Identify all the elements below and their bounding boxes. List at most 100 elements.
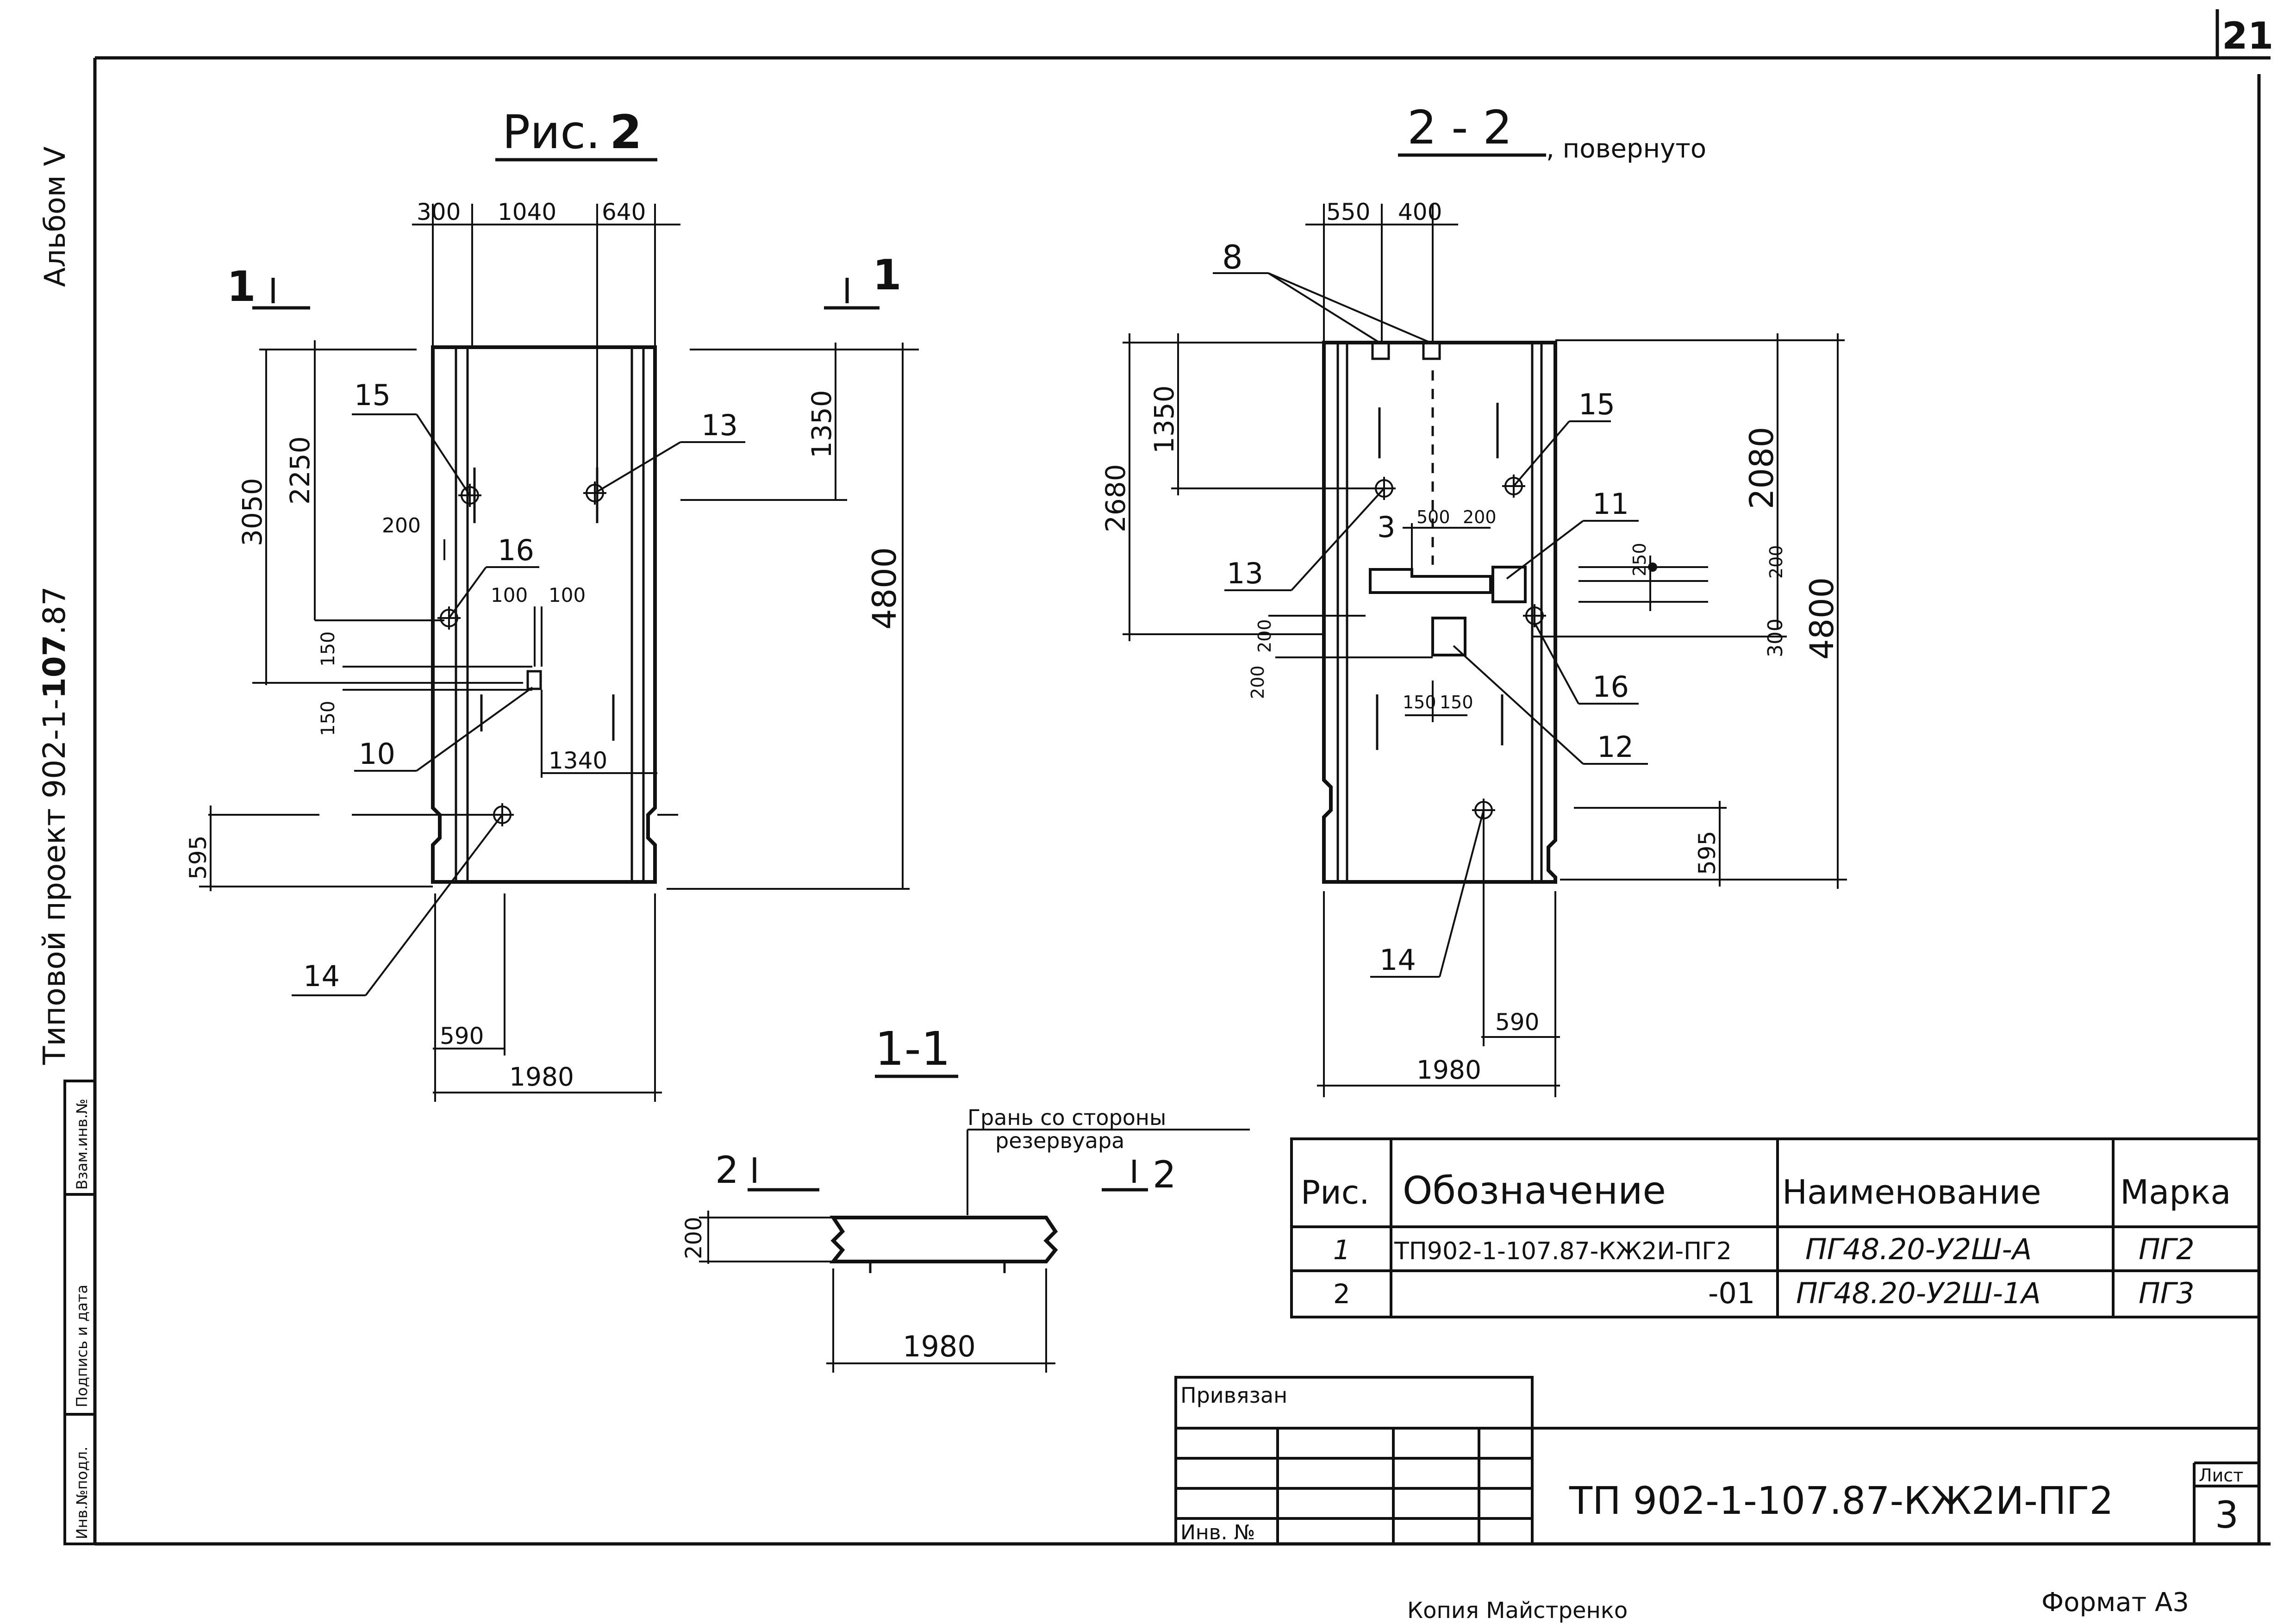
sec22-dim-200r: 200 — [1766, 545, 1786, 579]
album-label: Альбом V — [38, 146, 72, 287]
sec22-dim-200a: 200 — [1254, 619, 1275, 653]
fig2-dim-lines — [199, 204, 919, 1102]
sec22-dim-500: 500 — [1416, 507, 1450, 527]
spec-row1-designation: ТП902-1-107.87-КЖ2И-ПГ2 — [1394, 1237, 1732, 1265]
title-privyazan: Привязан — [1180, 1383, 1287, 1408]
fig2-cut-left: 1 — [227, 262, 256, 311]
sec22-dim-590: 590 — [1495, 1009, 1539, 1036]
sec22-dim-200b: 200 — [1248, 665, 1268, 699]
fig2-title-num: 2 — [610, 105, 642, 159]
sec22-callout-3: 3 — [1377, 510, 1395, 544]
fig2-dim-1040: 1040 — [498, 199, 556, 225]
spec-header-designation: Обозначение — [1403, 1169, 1666, 1213]
fig2-cut-right: 1 — [873, 251, 902, 300]
title-block: Привязан Инв. № ТП 902-1-107.87-КЖ2И-ПГ2… — [1174, 1376, 2259, 1545]
fig2-callout-16: 16 — [498, 533, 534, 567]
spec-row2-mark: ПГ3 — [2139, 1276, 2195, 1310]
project-suffix: .87 — [37, 586, 72, 635]
fig2-title: Рис.2 — [502, 105, 642, 159]
sec22-dim-4800: 4800 — [1803, 577, 1841, 660]
spec-row2-name: ПГ48.20-У2Ш-1А — [1796, 1276, 2041, 1310]
fig2-dim-150a: 150 — [318, 631, 339, 667]
sec11-title: 1-1 — [875, 1022, 950, 1076]
title-list-no: 3 — [2215, 1493, 2239, 1537]
fig2-embed-10 — [526, 670, 542, 690]
sec22-dim-200t: 200 — [1463, 507, 1497, 527]
fig2-callout-15: 15 — [354, 378, 391, 412]
fig2-dim-100a: 100 — [491, 584, 528, 606]
fig2-dim-300: 300 — [417, 199, 461, 225]
fig2-dim-100b: 100 — [549, 584, 586, 606]
sec22-dim-595: 595 — [1694, 831, 1721, 875]
title-inv-no: Инв. № — [1180, 1521, 1255, 1544]
fig2-dim-3050: 3050 — [237, 478, 268, 546]
fig2-dim-640: 640 — [602, 199, 646, 225]
fig2-dim-200: 200 — [382, 514, 421, 537]
sec11-cut-left: 2 — [715, 1149, 739, 1192]
side-stamp-inv: Инв.№подл. — [73, 1447, 91, 1539]
fig2-dim-150b: 150 — [318, 701, 339, 736]
sec11-face-label-2: резервуара — [995, 1128, 1124, 1153]
fig2-dim-2250: 2250 — [284, 436, 316, 505]
fig2-dim-4800: 4800 — [866, 547, 904, 630]
sec22-callout-15: 15 — [1578, 387, 1615, 421]
spec-header-ris: Рис. — [1301, 1174, 1369, 1212]
title-code: ТП 902-1-107.87-КЖ2И-ПГ2 — [1569, 1479, 2114, 1523]
fig2-callout-14: 14 — [303, 959, 340, 993]
project-prefix: Типовой проект 902-1- — [37, 699, 72, 1065]
sec22-dim-300: 300 — [1764, 618, 1787, 657]
sec22-dim-250: 250 — [1629, 543, 1650, 576]
sec22-callout-16: 16 — [1592, 670, 1629, 704]
fig2-dim-595: 595 — [185, 836, 212, 880]
sec11-dim-200: 200 — [681, 1217, 707, 1259]
sec22-callout-13: 13 — [1227, 556, 1263, 590]
sec22-embed-8a — [1371, 341, 1390, 360]
spec-row2-ris: 2 — [1333, 1278, 1350, 1310]
sec22-dim-2080: 2080 — [1743, 427, 1781, 509]
fig2-title-text: Рис. — [502, 105, 600, 159]
spec-row1-name: ПГ48.20-У2Ш-А — [1805, 1232, 2032, 1266]
sec22-dim-1980: 1980 — [1416, 1055, 1481, 1085]
sec22-embed-12 — [1431, 617, 1466, 656]
side-stamp-sign: Подпись и дата — [73, 1285, 91, 1407]
sec22-opening-3 — [1369, 568, 1492, 594]
spec-row1-ris: 1 — [1333, 1234, 1350, 1266]
sec22-callout-12: 12 — [1597, 730, 1634, 764]
spec-row2-designation: -01 — [1708, 1276, 1755, 1310]
side-stamp: Инв.№подл. Подпись и дата Взам.инв.№ — [63, 1080, 96, 1545]
sec22-dim-400: 400 — [1398, 199, 1442, 225]
sec11-dim-1980: 1980 — [903, 1330, 976, 1363]
sec22-leaders — [1213, 272, 1648, 978]
sec22-view: 2 - 2 , повернуто — [1100, 100, 1847, 1097]
sec22-dim-1350: 1350 — [1148, 385, 1180, 454]
fig2-cut-markers — [252, 278, 880, 310]
format-label: Формат А3 — [2041, 1587, 2189, 1618]
fig2-dim-590: 590 — [440, 1023, 484, 1049]
sec22-dim-550: 550 — [1326, 199, 1370, 225]
fig2-callout-10: 10 — [359, 737, 395, 771]
fig2-dim-1350: 1350 — [806, 390, 837, 458]
sec22-dim-150b: 150 — [1440, 692, 1473, 712]
spec-row1-mark: ПГ2 — [2139, 1232, 2195, 1266]
sec22-title: 2 - 2 — [1407, 100, 1512, 155]
fig2-view: Рис.2 — [185, 105, 919, 1102]
fig2-panel-outline — [431, 345, 657, 884]
spec-header-mark: Марка — [2120, 1173, 2231, 1212]
side-stamp-vzam: Взам.инв.№ — [73, 1099, 91, 1190]
fig2-dim-1980: 1980 — [509, 1062, 574, 1092]
sec22-dim-2680: 2680 — [1100, 464, 1131, 532]
project-bold: 107 — [37, 635, 72, 699]
sec22-embed-8b — [1422, 341, 1441, 360]
fig2-callout-13: 13 — [701, 408, 738, 442]
copy-note: Копия Майстренко — [1407, 1598, 1628, 1624]
sec22-callout-11: 11 — [1592, 487, 1629, 521]
sec11-face-label-1: Грань со стороны — [967, 1105, 1166, 1130]
sec22-callout-8: 8 — [1222, 238, 1243, 276]
project-label: Типовой проект 902-1-107.87 — [37, 586, 72, 1065]
sec22-embed-11 — [1491, 566, 1527, 603]
sec11-cut-markers — [748, 1157, 1148, 1192]
sec11-panel-profile — [829, 1216, 1058, 1263]
fig2-dim-1340: 1340 — [549, 747, 607, 774]
sec22-callout-14: 14 — [1379, 943, 1416, 977]
